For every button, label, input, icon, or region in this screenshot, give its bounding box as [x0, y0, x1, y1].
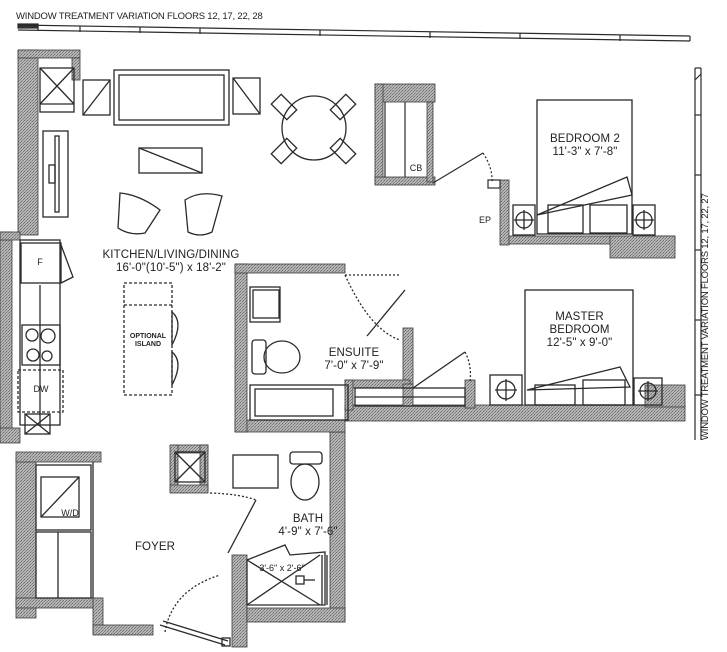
bed-icon: [524, 289, 634, 406]
kitchen-sink-icon: [24, 413, 51, 435]
chair-icon: [184, 193, 223, 236]
bathtub-icon: [249, 384, 349, 421]
sink-icon: [249, 286, 281, 323]
washer-dryer-icon: [40, 476, 80, 518]
room-name: FOYER: [134, 541, 176, 553]
coffee-table-icon: [138, 147, 203, 174]
room-name-line1: MASTER: [555, 311, 604, 323]
bedroom-2-furniture: [512, 99, 656, 236]
washer-dryer-label: W/D: [61, 508, 79, 518]
toilet-icon: [251, 339, 267, 375]
dining-table-icon: [281, 95, 347, 161]
stove-icon: [21, 324, 61, 366]
room-name: ENSUITE: [328, 347, 380, 359]
room-name: BEDROOM 2: [550, 133, 620, 145]
chair-icon: [117, 192, 161, 235]
room-dimensions: 12'-5" x 9'-0": [546, 337, 613, 350]
laundry: [35, 462, 94, 599]
master-bedroom-furniture: [489, 289, 663, 406]
room-bedroom-2: BEDROOM 2 11'-3" x 7'-8": [540, 133, 630, 159]
window-treatment-note-side: WINDOW TREATMENT VARIATION FLOORS 12, 17…: [700, 193, 711, 440]
nightstand-icon: [512, 204, 536, 236]
room-name: KITCHEN/LIVING/DINING: [102, 249, 240, 261]
room-ensuite: ENSUITE 7'-0" x 7'-9": [314, 347, 394, 373]
walls: [0, 49, 686, 648]
top-window-wall: [17, 23, 691, 42]
cooktop-icon: [39, 67, 75, 113]
nightstand-icon: [632, 204, 656, 236]
living-furniture: [39, 67, 357, 236]
fridge-icon: [20, 242, 62, 284]
ensuite-fixtures: [249, 274, 472, 421]
room-dimensions: 11'-3" x 7'-8": [552, 146, 618, 159]
room-name: BATH: [292, 513, 324, 525]
room-name-line2: BEDROOM: [549, 324, 610, 337]
bath-fixtures: [174, 451, 328, 606]
dishwasher-label: DW: [33, 384, 49, 394]
window-treatment-note-top: WINDOW TREATMENT VARIATION FLOORS 12, 17…: [16, 11, 263, 22]
kitchen: [17, 239, 179, 435]
room-dimensions: 7'-0" x 7'-9": [324, 360, 384, 373]
closet-label: CB: [409, 163, 423, 173]
entry-door: [159, 574, 231, 647]
shower-dimensions: 3'-6" x 2'-6": [259, 563, 305, 573]
right-window-wall: [694, 67, 702, 440]
electrical-panel-label: EP: [478, 215, 491, 225]
closet-and-entry: [384, 102, 501, 189]
room-foyer: FOYER: [130, 541, 180, 554]
tv-unit-icon: [42, 130, 69, 218]
bed-icon: [536, 99, 633, 235]
dishwasher-icon: [17, 369, 64, 413]
sofa-icon: [113, 69, 230, 126]
room-dimensions: 16'-0"(10'-5") x 18'-2": [116, 262, 226, 275]
room-bath: BATH 4'-9" x 7'-6": [268, 513, 348, 539]
linen-icon: [174, 451, 206, 483]
optional-island-label: OPTIONAL ISLAND: [129, 333, 167, 349]
nightstand-icon: [633, 377, 663, 406]
sink-icon: [232, 454, 279, 489]
room-dimensions: 4'-9" x 7'-6": [278, 526, 338, 539]
toilet-icon: [289, 451, 323, 465]
fridge-label: F: [37, 257, 43, 267]
nightstand-icon: [489, 374, 523, 406]
room-master-bedroom: MASTER BEDROOM 12'-5" x 9'-0": [527, 311, 632, 351]
room-kitchen-living-dining: KITCHEN/LIVING/DINING 16'-0"(10'-5") x 1…: [76, 249, 266, 275]
